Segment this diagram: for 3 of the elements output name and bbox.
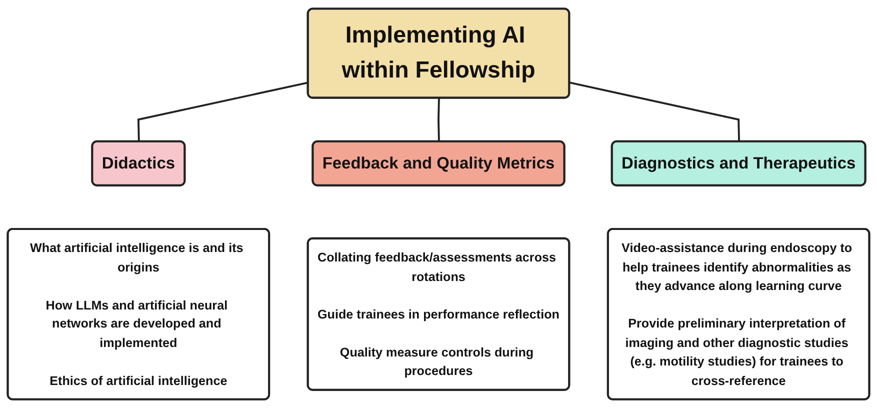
connector [137, 82, 309, 142]
connector [569, 82, 740, 142]
connector [438, 98, 440, 142]
